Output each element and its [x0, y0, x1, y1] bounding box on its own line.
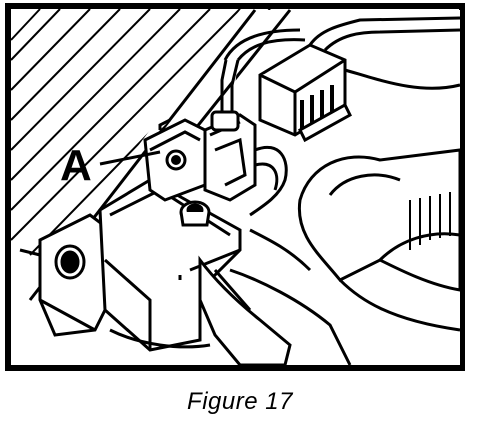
figure-caption: Figure 17 [187, 388, 293, 415]
adjuster-nut [179, 200, 211, 227]
multi-pin-connector [258, 43, 352, 143]
floor-sweep [109, 278, 461, 349]
wiring-loom [223, 28, 306, 217]
callout-label-a: A [60, 141, 92, 190]
right-body [297, 148, 462, 292]
technical-drawing: A [5, 3, 465, 371]
mounting-bracket [38, 213, 112, 337]
connector-plug [203, 59, 257, 202]
pedal-arm [198, 228, 352, 367]
upper-wires [308, 16, 461, 90]
callout-leader-line [99, 150, 161, 166]
figure-illustration: A [5, 3, 465, 371]
